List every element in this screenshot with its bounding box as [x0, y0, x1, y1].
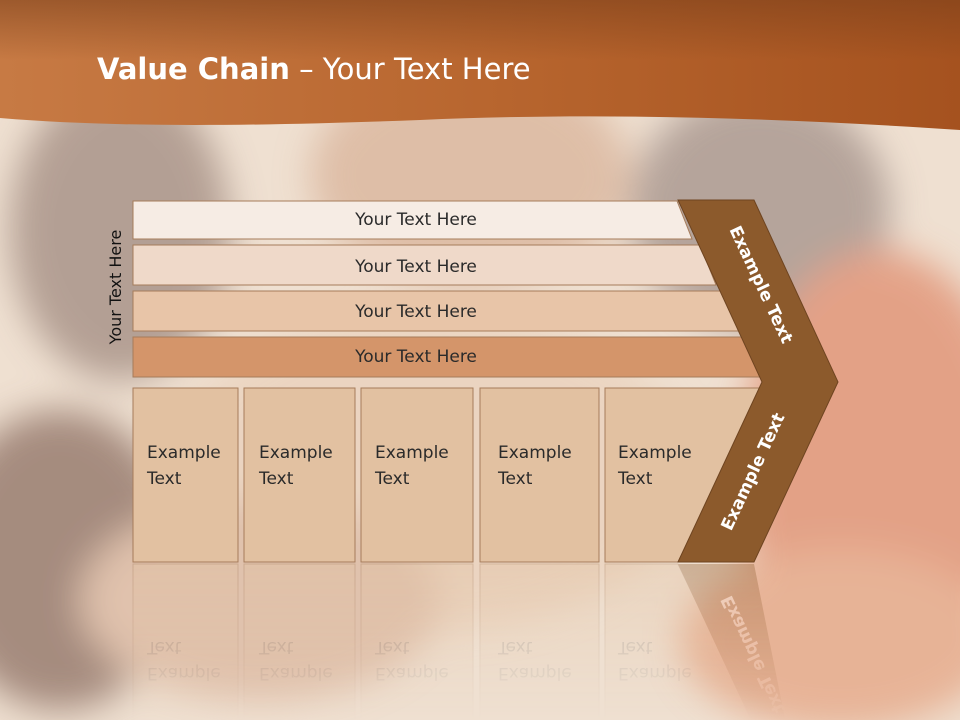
cell-2-line2: Text: [258, 469, 294, 489]
refl-cell-3-line2: Text: [374, 637, 410, 657]
side-label: Your Text Here: [106, 230, 125, 346]
bar-2: [132, 244, 717, 286]
cell-4-line1: Example: [498, 443, 572, 463]
refl-cell-1-line2: Text: [146, 637, 182, 657]
diagram-reflection: Example Text Example Text Example Text E…: [132, 563, 789, 720]
cell-4: [479, 387, 600, 563]
cell-5-line1: Example: [618, 443, 692, 463]
refl-cell-5-line2: Text: [617, 637, 653, 657]
bar-1-label: Your Text Here: [354, 210, 477, 230]
title-rest: – Your Text Here: [289, 52, 531, 86]
cell-2-line1: Example: [259, 443, 333, 463]
cell-4-line2: Text: [497, 469, 533, 489]
refl-cell-5-line1: Example: [618, 663, 692, 683]
bar-3-label: Your Text Here: [354, 302, 477, 322]
cell-1: [132, 387, 239, 563]
cell-5-line2: Text: [617, 469, 653, 489]
cell-3: [360, 387, 474, 563]
cell-3-line1: Example: [375, 443, 449, 463]
cell-1-line2: Text: [146, 469, 182, 489]
refl-cell-4-line1: Example: [498, 663, 572, 683]
cell-group: Example Text Example Text Example Text E…: [132, 387, 763, 563]
refl-cell-2-line1: Example: [259, 663, 333, 683]
title-bold: Value Chain: [97, 52, 290, 86]
refl-cell-4-line2: Text: [497, 637, 533, 657]
cell-2: [243, 387, 356, 563]
cell-3-line2: Text: [374, 469, 410, 489]
bar-2-label: Your Text Here: [354, 257, 477, 277]
refl-cell-3-line1: Example: [375, 663, 449, 683]
bar-4-label: Your Text Here: [354, 347, 477, 367]
refl-cell-1-line1: Example: [147, 663, 221, 683]
refl-cell-2-line2: Text: [258, 637, 294, 657]
bar-1: [132, 200, 693, 240]
cell-1-line1: Example: [147, 443, 221, 463]
slide-title: Value Chain – Your Text Here: [97, 52, 531, 86]
chevron-arrow: [677, 199, 839, 563]
bar-group: Your Text Here Your Text Here Your Text …: [132, 200, 763, 378]
